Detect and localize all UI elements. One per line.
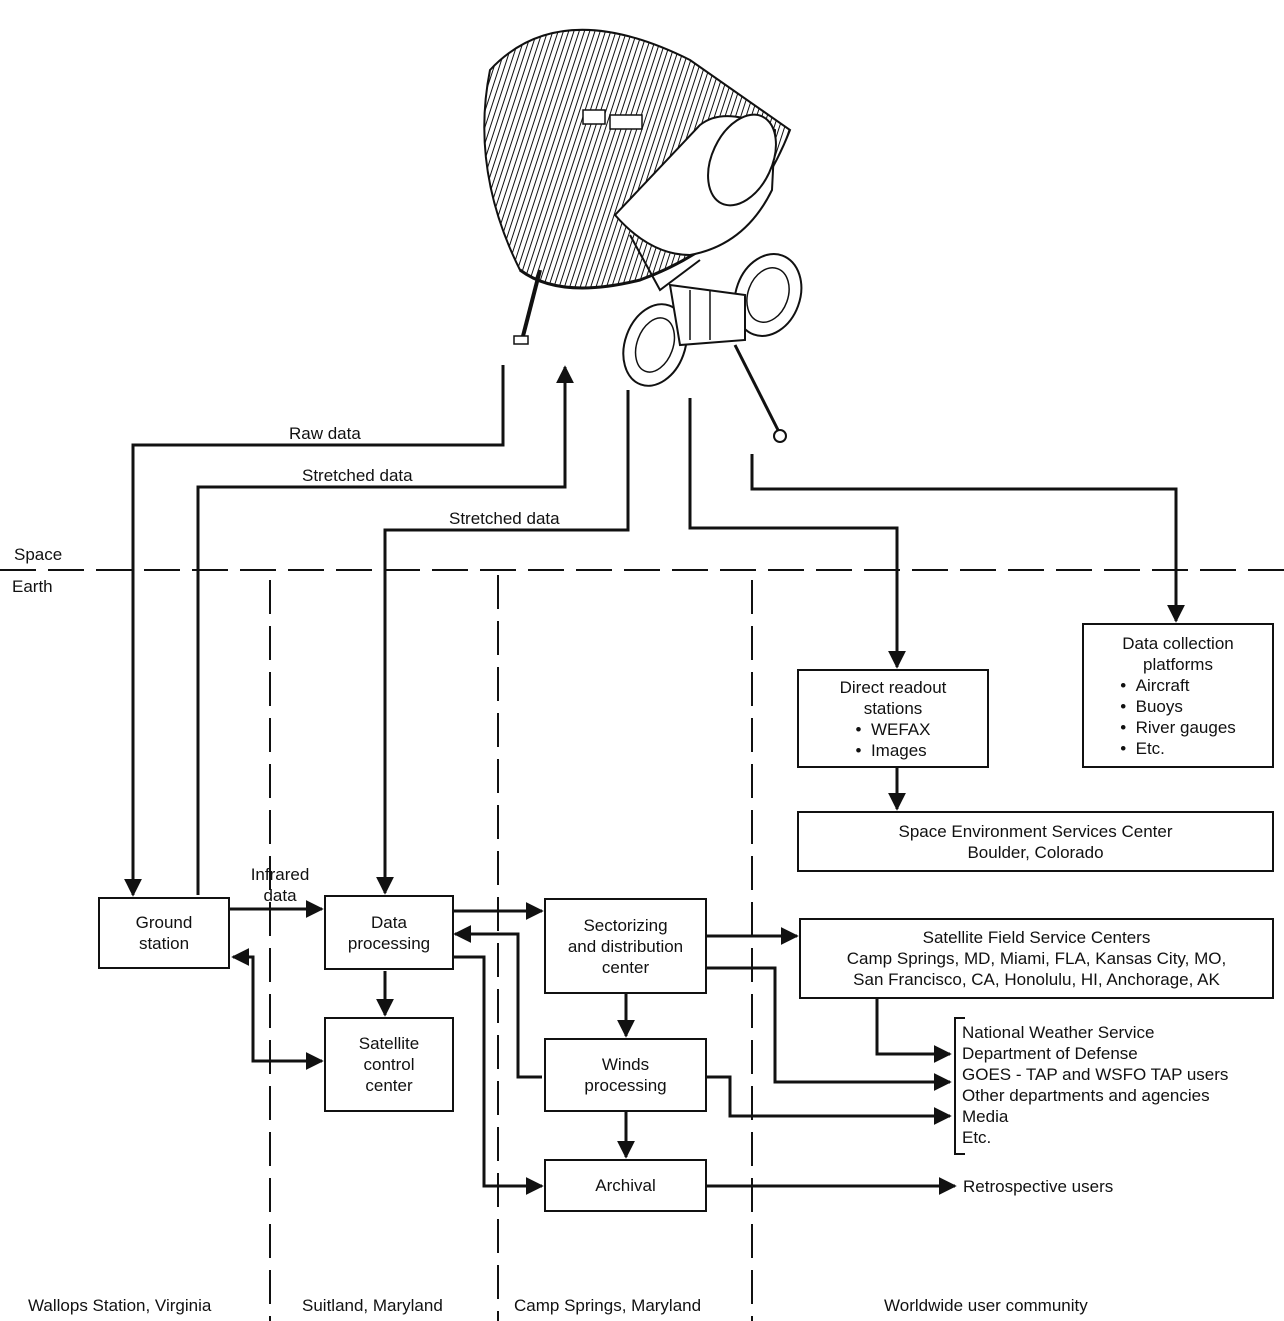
user-community-list: National Weather Service Department of D… [962,1022,1228,1148]
satellite-control-center-box: Satellite control center [324,1017,454,1112]
satellite-antennas [513,269,787,443]
satellite-telescope [613,113,777,292]
arrow-winds-to-users [706,1075,952,1125]
satellite-field-service-box: Satellite Field Service Centers Camp Spr… [799,918,1274,999]
arrow-ground-satellite-control [231,948,324,1070]
arrow-sectorizing-to-users [706,966,952,1091]
users-bracket [954,1017,965,1155]
list-item: National Weather Service [962,1023,1155,1042]
list-item: Department of Defense [962,1044,1138,1063]
arrow-to-direct-readout [688,398,906,669]
arrow-stretched-data-up [196,365,574,895]
location-camp-springs: Camp Springs, Maryland [514,1296,702,1315]
arrow-stretched-data-down [376,390,630,895]
label-earth: Earth [12,577,53,596]
satellite-solar-wheels [622,253,803,387]
list-item: Media [962,1107,1009,1126]
arrow-winds-to-dp [453,925,542,1079]
space-environment-services-box: Space Environment Services Center Boulde… [797,811,1274,872]
direct-readout-stations-box: Direct readout stations WEFAX Images [797,669,989,768]
data-collection-list: Aircraft Buoys River gauges Etc. [1120,675,1236,759]
arrow-to-dcp [750,454,1185,623]
label-stretched-data-down: Stretched data [449,509,560,528]
archival-box: Archival [544,1159,707,1212]
data-processing-box: Data processing [324,895,454,970]
list-item: Etc. [962,1128,992,1147]
label-retrospective-users: Retrospective users [963,1177,1114,1196]
direct-readout-list: WEFAX Images [856,719,931,761]
sectorizing-distribution-box: Sectorizing and distribution center [544,898,707,994]
arrow-field-service-to-users [875,998,952,1063]
list-item: Other departments and agencies [962,1086,1210,1105]
location-worldwide: Worldwide user community [884,1296,1088,1315]
winds-processing-box: Winds processing [544,1038,707,1112]
location-suitland: Suitland, Maryland [302,1296,443,1315]
data-collection-platforms-box: Data collection platforms Aircraft Buoys… [1082,623,1274,768]
label-infrared-data: Infrared data [250,865,310,905]
list-item: GOES - TAP and WSFO TAP users [962,1065,1229,1084]
label-stretched-data-up: Stretched data [302,466,413,485]
location-wallops: Wallops Station, Virginia [28,1296,212,1315]
label-raw-data: Raw data [289,424,361,443]
arrow-dp-to-archival [453,955,544,1195]
ground-station-box: Ground station [98,897,230,969]
label-space: Space [14,545,63,564]
arrow-raw-data [124,365,505,897]
